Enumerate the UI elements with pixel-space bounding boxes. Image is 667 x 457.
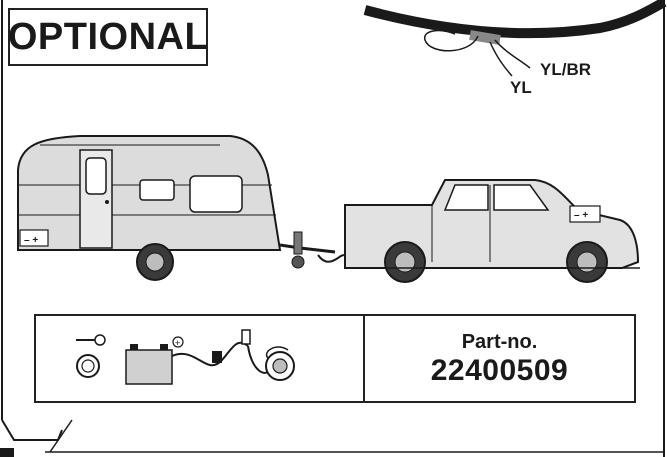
battery-icon: +: [126, 337, 183, 384]
wiring-harness-icon: [172, 330, 268, 373]
svg-text:+: +: [175, 338, 180, 348]
drawbar: [280, 245, 335, 252]
pickup-truck: – +: [345, 180, 640, 282]
component-icons: +: [36, 316, 363, 401]
part-cell: Part-no. 22400509: [365, 316, 634, 401]
part-label: Part-no.: [462, 330, 538, 354]
ignition-key-icon: [76, 335, 105, 377]
part-number: 22400509: [431, 354, 568, 388]
svg-text:– +: – +: [574, 210, 588, 221]
part-info-table: + Part-no. 22400509: [34, 314, 636, 403]
caravan: – +: [18, 136, 335, 280]
caravan-window-small: [140, 180, 174, 200]
svg-text:– +: – +: [24, 235, 38, 246]
jockey-wheel: [294, 232, 302, 254]
icons-cell: +: [36, 316, 363, 401]
caravan-window-large: [190, 176, 242, 212]
caravan-door-window: [86, 158, 106, 194]
socket-icon: [266, 347, 294, 380]
